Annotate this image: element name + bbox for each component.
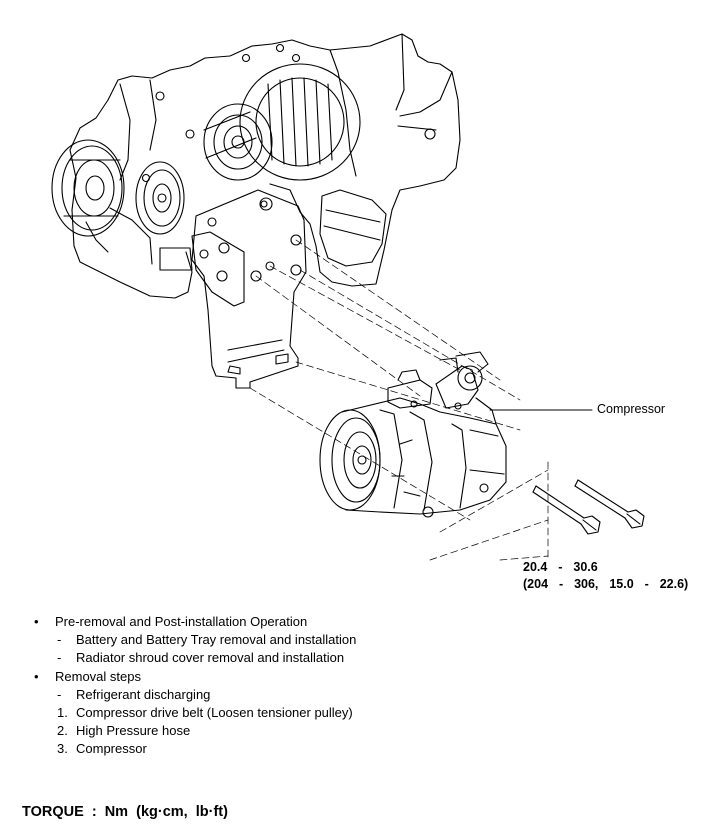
mounting-bolts <box>532 479 645 535</box>
list-item-text: Compressor drive belt (Loosen tensioner … <box>76 704 353 720</box>
dash-marker: - <box>57 686 62 702</box>
list-item-text: Radiator shroud cover removal and instal… <box>76 650 345 666</box>
torque-units-footer: TORQUE : Nm (kg·cm, lb·ft) <box>22 804 228 820</box>
step-number: 2. <box>57 723 68 739</box>
compressor <box>319 351 507 518</box>
compressor-installation-diagram <box>51 33 645 561</box>
crankshaft-pulley <box>51 139 125 237</box>
idler-pulley <box>135 161 185 235</box>
dash-marker: - <box>57 650 62 666</box>
list-item-text: Removal steps <box>55 668 141 684</box>
bullet-marker: • <box>34 614 39 629</box>
compressor-bracket <box>191 189 307 389</box>
step-number: 3. <box>57 741 68 757</box>
dash-marker: - <box>57 632 62 648</box>
alignment-guides <box>249 239 549 561</box>
list-item-text: Compressor <box>76 741 147 757</box>
torque-spec-nm: 20.4 - 30.6 <box>523 560 598 574</box>
compressor-callout-label: Compressor <box>597 402 666 416</box>
list-item-text: High Pressure hose <box>76 723 191 739</box>
torque-spec-kgcm-lbft: (204 - 306, 15.0 - 22.6) <box>523 577 689 591</box>
engine-block <box>69 33 461 299</box>
alternator <box>203 63 361 181</box>
bullet-marker: • <box>34 668 39 684</box>
list-item-text: Battery and Battery Tray removal and ins… <box>76 632 357 648</box>
step-number: 1. <box>57 704 68 720</box>
list-item-text: Refrigerant discharging <box>76 686 211 702</box>
list-item-text: Pre-removal and Post-installation Operat… <box>55 614 308 629</box>
